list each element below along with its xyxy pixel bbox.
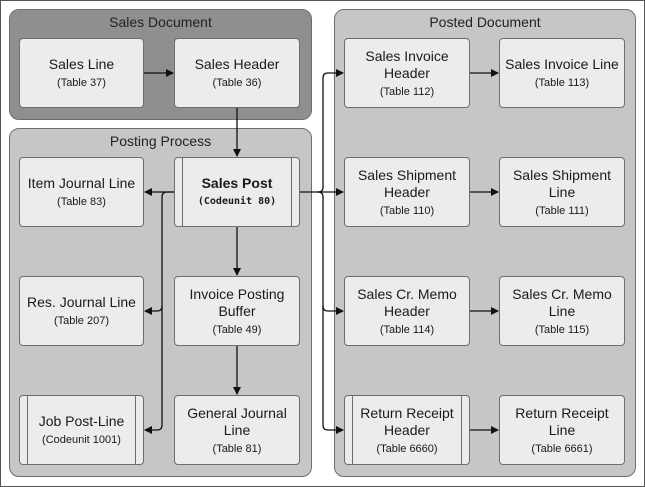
box-title: Sales Shipment Header (357, 166, 457, 200)
box-sales-cr-memo-header: Sales Cr. Memo Header (Table 114) (344, 276, 470, 346)
box-title: Job Post-Line (38, 413, 125, 429)
box-title: Sales Header (194, 56, 280, 72)
box-title: Sales Invoice Header (365, 47, 449, 81)
box-title: Res. Journal Line (27, 294, 136, 310)
group-title-posted-document: Posted Document (429, 14, 541, 30)
box-title: Item Journal Line (27, 175, 136, 191)
group-title-posting-process: Posting Process (109, 133, 212, 149)
box-title: Sales Line (48, 56, 115, 72)
box-res-journal-line: Res. Journal Line (Table 207) (19, 276, 144, 346)
box-sales-post: Sales Post (Codeunit 80) (174, 157, 300, 227)
box-subtitle: (Table 81) (212, 442, 262, 455)
box-sales-cr-memo-line: Sales Cr. Memo Line (Table 115) (499, 276, 625, 346)
box-subtitle: (Codeunit 1001) (42, 434, 121, 446)
box-subtitle: (Table 115) (534, 323, 590, 336)
box-item-journal-line: Item Journal Line (Table 83) (19, 157, 144, 227)
box-title: Sales Cr. Memo Line (512, 285, 612, 319)
box-subtitle: (Table 36) (212, 77, 262, 89)
box-sales-header: Sales Header (Table 36) (174, 38, 300, 108)
box-title: General Journal Line (187, 404, 287, 438)
box-subtitle: (Table 112) (379, 85, 435, 98)
box-subtitle: (Table 6660) (376, 442, 438, 455)
box-title: Sales Shipment Line (512, 166, 612, 200)
box-subtitle: (Table 110) (379, 204, 435, 217)
box-title: Sales Post (201, 175, 273, 191)
box-title: Return Receipt Line (515, 404, 609, 438)
box-general-journal-line: General Journal Line (Table 81) (174, 395, 300, 465)
box-subtitle: (Table 113) (534, 77, 590, 89)
box-subtitle: (Table 207) (53, 315, 110, 327)
box-return-receipt-line: Return Receipt Line (Table 6661) (499, 395, 625, 465)
box-sales-invoice-header: Sales Invoice Header (Table 112) (344, 38, 470, 108)
box-subtitle: (Table 83) (57, 196, 106, 208)
box-sales-line: Sales Line (Table 37) (19, 38, 144, 108)
box-title: Sales Invoice Line (505, 56, 619, 72)
box-title: Return Receipt Header (360, 404, 454, 438)
group-title-sales-document: Sales Document (109, 14, 212, 30)
box-job-post-line: Job Post-Line (Codeunit 1001) (19, 395, 144, 465)
box-subtitle: (Table 6661) (531, 442, 593, 455)
box-invoice-posting-buffer: Invoice Posting Buffer (Table 49) (174, 276, 300, 346)
box-subtitle: (Table 49) (212, 323, 262, 336)
box-subtitle: (Table 114) (379, 323, 435, 336)
box-return-receipt-header: Return Receipt Header (Table 6660) (344, 395, 470, 465)
box-title: Sales Cr. Memo Header (357, 285, 457, 319)
box-sales-invoice-line: Sales Invoice Line (Table 113) (499, 38, 625, 108)
box-subtitle: (Table 37) (57, 77, 106, 89)
box-sales-shipment-line: Sales Shipment Line (Table 111) (499, 157, 625, 227)
box-sales-shipment-header: Sales Shipment Header (Table 110) (344, 157, 470, 227)
box-title: Invoice Posting Buffer (189, 285, 285, 319)
box-subtitle: (Table 111) (535, 204, 589, 217)
box-subtitle: (Codeunit 80) (197, 196, 277, 207)
